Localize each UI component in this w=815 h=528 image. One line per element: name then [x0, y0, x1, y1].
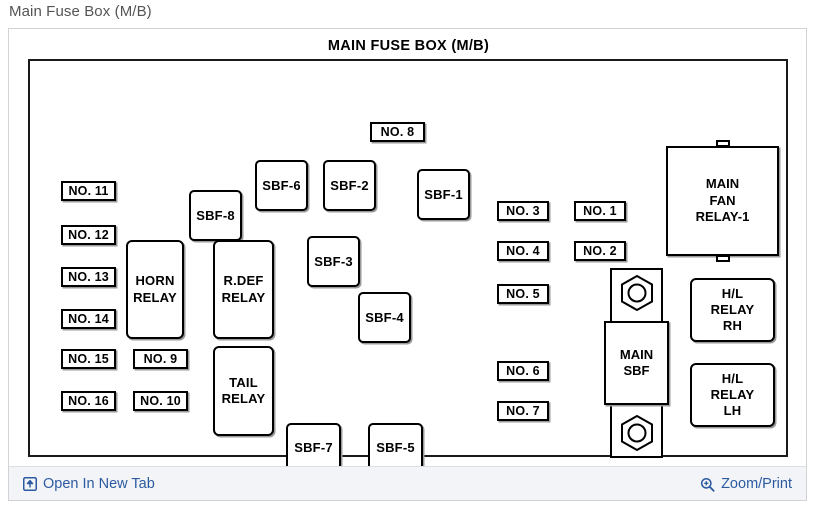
main-fan-relay-line-3: RELAY-1 — [695, 209, 750, 225]
fuse-label-no-7[interactable]: NO. 7 — [497, 401, 549, 421]
main-sbf-assembly[interactable]: MAIN SBF — [604, 268, 669, 458]
zoom-print-label: Zoom/Print — [721, 476, 792, 492]
fuse-label-no-11[interactable]: NO. 11 — [61, 181, 116, 201]
main-fan-relay-tab-top — [715, 140, 730, 147]
main-fan-relay-line-2: FAN — [709, 192, 736, 208]
fuse-label-no-5[interactable]: NO. 5 — [497, 284, 549, 304]
zoom-in-magnifier-icon — [700, 477, 715, 492]
rdef-relay-line-1: R.DEF — [223, 273, 264, 289]
main-fan-relay-line-1: MAIN — [705, 175, 740, 191]
horn-relay-line-2: RELAY — [133, 289, 177, 305]
fuse-label-no-10[interactable]: NO. 10 — [133, 391, 188, 411]
hl-relay-rh-line-3: RH — [722, 318, 743, 334]
diagram-title: MAIN FUSE BOX (M/B) — [327, 38, 490, 54]
fuse-label-no-3[interactable]: NO. 3 — [497, 201, 549, 221]
fuse-label-no-14[interactable]: NO. 14 — [61, 309, 116, 329]
hl-relay-lh-line-3: LH — [723, 403, 742, 419]
horn-relay-line-1: HORN — [135, 273, 175, 289]
slow-blow-fuse-sbf-7[interactable]: SBF-7 — [286, 423, 341, 466]
hex-nut-top-icon — [621, 274, 653, 312]
main-fan-relay-1[interactable]: MAIN FAN RELAY-1 — [666, 146, 779, 256]
main-sbf-line-2: SBF — [623, 363, 650, 378]
diagram-viewer-panel: MAIN FUSE BOX (M/B) NO. 11 NO. 12 NO. 13 NO… — [8, 28, 807, 501]
fuse-label-no-1[interactable]: NO. 1 — [574, 201, 626, 221]
tail-relay-line-1: TAIL — [229, 374, 258, 390]
fuse-label-no-16[interactable]: NO. 16 — [61, 391, 116, 411]
open-in-new-tab-button[interactable]: Open In New Tab — [23, 467, 155, 501]
slow-blow-fuse-sbf-4[interactable]: SBF-4 — [358, 292, 411, 343]
slow-blow-fuse-sbf-2[interactable]: SBF-2 — [323, 160, 376, 211]
zoom-print-button[interactable]: Zoom/Print — [700, 467, 792, 501]
fuse-label-no-9[interactable]: NO. 9 — [133, 349, 188, 369]
fuse-label-no-4[interactable]: NO. 4 — [497, 241, 549, 261]
slow-blow-fuse-sbf-6[interactable]: SBF-6 — [255, 160, 308, 211]
page-title: Main Fuse Box (M/B) — [9, 3, 152, 20]
hl-relay-lh-line-2: RELAY — [710, 386, 755, 402]
fuse-box-diagram: MAIN FUSE BOX (M/B) NO. 11 NO. 12 NO. 13 NO… — [9, 29, 808, 466]
fuse-label-no-12[interactable]: NO. 12 — [61, 225, 116, 245]
main-fan-relay-tab-bottom — [715, 255, 730, 262]
main-sbf-label: MAIN SBF — [604, 321, 669, 405]
rdef-relay-line-2: RELAY — [221, 289, 266, 305]
slow-blow-fuse-sbf-1[interactable]: SBF-1 — [417, 169, 470, 220]
slow-blow-fuse-sbf-5[interactable]: SBF-5 — [368, 423, 423, 466]
open-in-new-tab-icon — [23, 477, 37, 491]
fuse-label-no-15[interactable]: NO. 15 — [61, 349, 116, 369]
fuse-label-no-8[interactable]: NO. 8 — [370, 122, 425, 142]
fuse-label-no-13[interactable]: NO. 13 — [61, 267, 116, 287]
open-in-new-tab-label: Open In New Tab — [43, 476, 155, 492]
hl-relay-rh-line-2: RELAY — [710, 301, 755, 317]
slow-blow-fuse-sbf-3[interactable]: SBF-3 — [307, 236, 360, 287]
viewer-toolbar: Open In New Tab Zoom/Print — [9, 466, 806, 500]
fuse-label-no-2[interactable]: NO. 2 — [574, 241, 626, 261]
hex-nut-bottom-icon — [621, 414, 653, 452]
tail-relay-line-2: RELAY — [221, 391, 266, 406]
hl-relay-lh-line-1: H/L — [721, 370, 744, 386]
slow-blow-fuse-sbf-8[interactable]: SBF-8 — [189, 190, 242, 241]
fuse-label-no-6[interactable]: NO. 6 — [497, 361, 549, 381]
main-sbf-line-1: MAIN — [619, 346, 654, 362]
hl-relay-rh-line-1: H/L — [721, 285, 744, 301]
